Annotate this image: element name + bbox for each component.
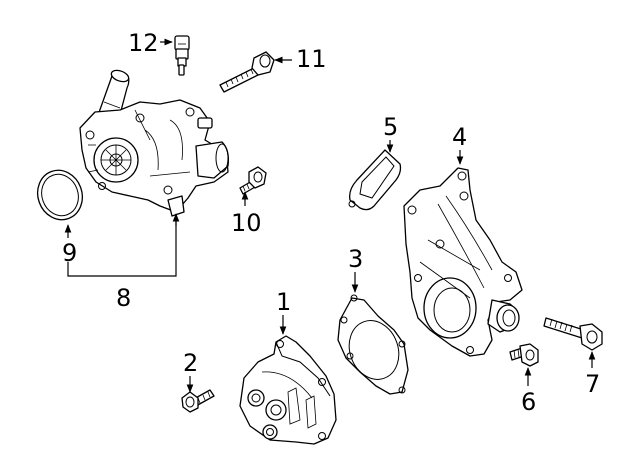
callout-7: 7 <box>585 370 600 398</box>
part-10-small-bolt <box>239 166 267 195</box>
part-1-pump-cover <box>239 335 337 445</box>
part-2-bolt <box>181 389 215 413</box>
callout-8: 8 <box>116 284 131 312</box>
callout-1: 1 <box>276 288 291 316</box>
callout-2: 2 <box>183 349 198 377</box>
part-4-housing <box>403 167 523 357</box>
leader-8 <box>67 220 177 277</box>
leader-lines <box>64 38 596 393</box>
callout-labels: 12 11 9 8 10 5 4 3 1 2 6 7 <box>62 29 600 416</box>
part-5-gasket <box>348 149 402 211</box>
callout-9: 9 <box>62 239 77 267</box>
part-9-o-ring <box>36 169 84 221</box>
part-8-water-pump-assembly <box>79 69 230 217</box>
part-12-temperature-sensor <box>174 35 190 76</box>
part-6-bolt <box>509 343 539 367</box>
callout-3: 3 <box>348 245 363 273</box>
callout-5: 5 <box>383 113 398 141</box>
callout-12: 12 <box>128 29 159 57</box>
callout-4: 4 <box>452 123 467 151</box>
part-7-long-bolt <box>543 317 603 351</box>
callout-11: 11 <box>296 45 327 73</box>
part-3-gasket <box>337 294 409 395</box>
callout-10: 10 <box>231 209 262 237</box>
part-11-long-bolt <box>219 51 275 93</box>
callout-6: 6 <box>521 388 536 416</box>
